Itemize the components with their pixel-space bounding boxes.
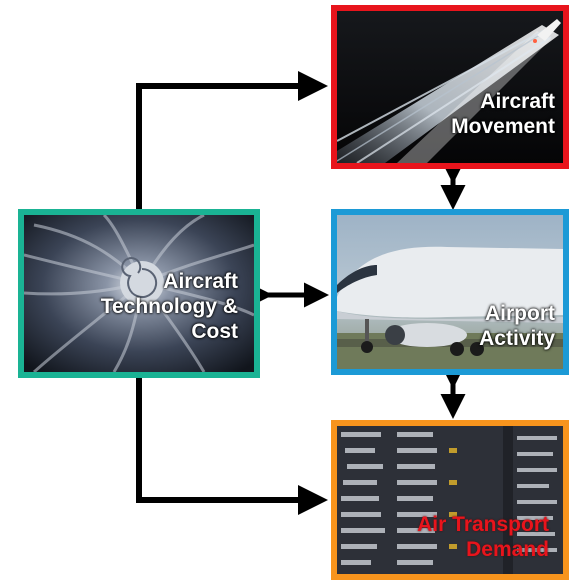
contrail-rocket-image (337, 11, 563, 163)
a380-aircraft-image (337, 215, 563, 369)
edge-technology-to-movement (136, 71, 328, 212)
edge-technology-to-demand (136, 378, 328, 515)
node-air-transport-demand: Air Transport Demand (331, 420, 569, 580)
air-transport-demand-label: Air Transport Demand (417, 513, 549, 561)
aircraft-technology-label: Aircraft Technology & Cost (100, 270, 238, 343)
node-aircraft-movement: Aircraft Movement (331, 5, 569, 169)
departure-board-image (337, 426, 563, 574)
node-airport-activity: Airport Activity (331, 209, 569, 375)
jet-engine-fan-image (24, 215, 254, 372)
airport-activity-label: Airport Activity (479, 302, 555, 350)
node-aircraft-technology: Aircraft Technology & Cost (18, 209, 260, 378)
aircraft-movement-label: Aircraft Movement (451, 90, 555, 138)
